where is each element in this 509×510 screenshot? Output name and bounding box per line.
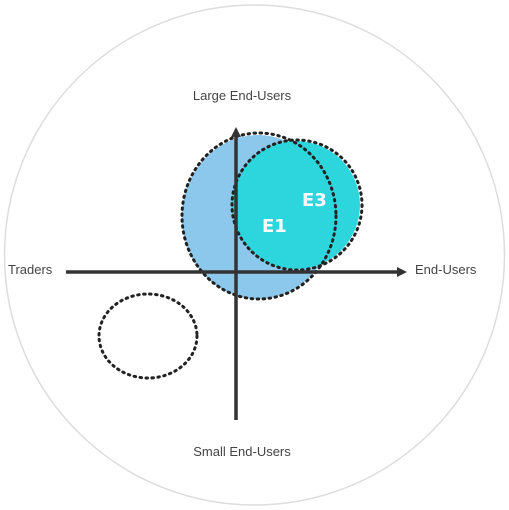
- empty-segment-dotted-outline: [97, 292, 199, 380]
- e3-region: [232, 141, 360, 269]
- e1-dotted-outline: [180, 131, 338, 301]
- axis-label-top: Large End-Users: [193, 88, 292, 103]
- axis-label-left: Traders: [8, 262, 53, 277]
- axis-label-right: End-Users: [415, 262, 477, 277]
- e3-dotted-outline: [230, 138, 364, 272]
- e1-label: E1: [262, 216, 287, 237]
- axis-label-bottom: Small End-Users: [193, 444, 291, 459]
- e3-label: E3: [302, 190, 327, 211]
